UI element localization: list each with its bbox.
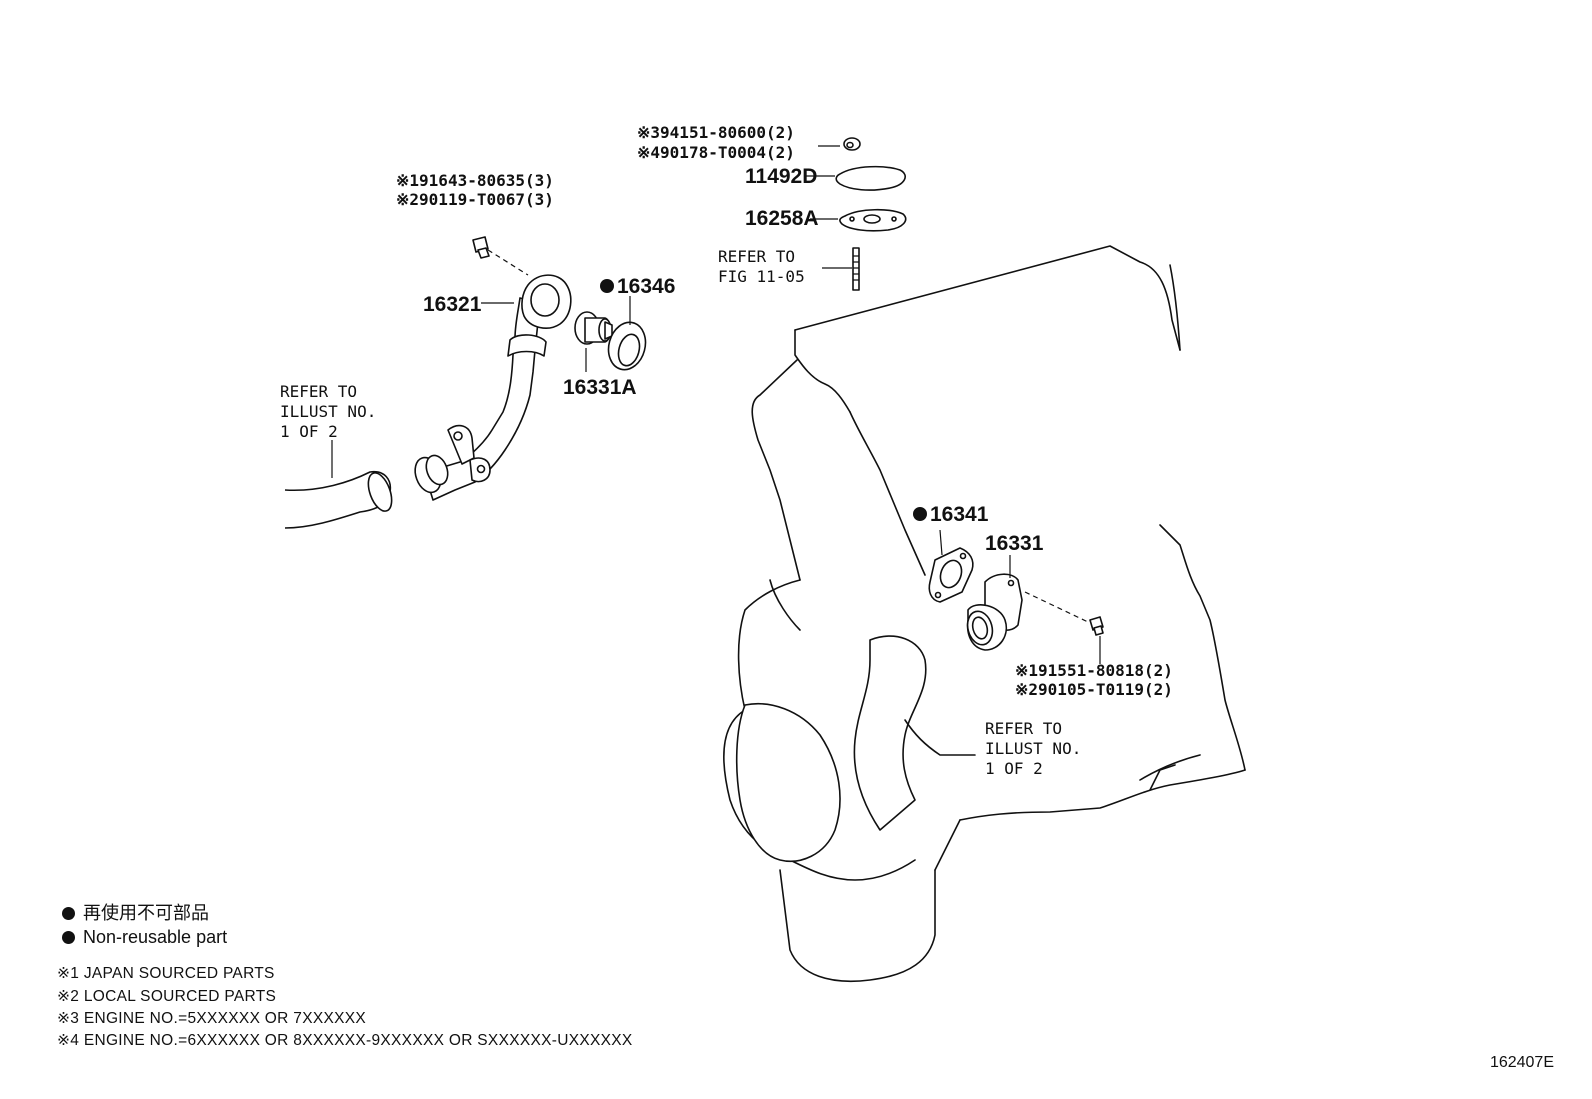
code-nut-1: ※394151-80600(2)	[637, 123, 795, 142]
bolt-top-left	[472, 236, 490, 259]
ref-illust-left-line3: 1 OF 2	[280, 422, 338, 441]
code-nut-2: ※490178-T0004(2)	[637, 143, 795, 162]
gasket-16341	[928, 529, 974, 603]
water-inlet-pipe	[414, 274, 572, 501]
inlet-hose-left	[284, 470, 393, 529]
label-16346: 16346	[617, 275, 675, 298]
ref-illust-right-line3: 1 OF 2	[985, 759, 1043, 778]
part-number-labels: 16321 16346 16331A 11492D 16258A 16341 1…	[423, 165, 1044, 555]
legend-non-reusable-en: Non-reusable part	[62, 926, 227, 948]
code-bolt-right-1: ※191551-80818(2)	[1015, 661, 1173, 680]
nut	[818, 137, 861, 151]
non-reusable-dot	[913, 507, 927, 521]
label-16341: 16341	[930, 503, 989, 526]
code-bolt-top-2: ※290119-T0067(3)	[396, 190, 554, 209]
code-bolt-top-1: ※191643-80635(3)	[396, 171, 554, 190]
legend-text-en: Non-reusable part	[83, 927, 228, 947]
ref-illust-left-line2: ILLUST NO.	[280, 402, 376, 421]
non-reusable-dot	[600, 279, 614, 293]
reference-notes: REFER TO FIG 11-05 REFER TO ILLUST NO. 1…	[280, 247, 1081, 778]
ref-fig-line1: REFER TO	[718, 247, 795, 266]
ref-illust-right-line1: REFER TO	[985, 719, 1062, 738]
label-11492D: 11492D	[745, 165, 817, 188]
figure-id: 162407E	[1489, 1054, 1554, 1071]
inlet-hose-right	[735, 635, 976, 862]
gasket-16258A	[810, 208, 907, 232]
bullet-dot	[62, 907, 75, 920]
note-2: ※2 LOCAL SOURCED PARTS	[57, 988, 277, 1005]
gasket-11492D	[806, 165, 906, 191]
note-3: ※3 ENGINE NO.=5XXXXXX OR 7XXXXXX	[57, 1010, 367, 1027]
bolt-leader-left	[487, 249, 529, 276]
code-bolt-right-2: ※290105-T0119(2)	[1015, 680, 1173, 699]
label-16331: 16331	[985, 532, 1044, 555]
ref-illust-right-line2: ILLUST NO.	[985, 739, 1081, 758]
label-16331A: 16331A	[563, 376, 637, 399]
ref-illust-left-line1: REFER TO	[280, 382, 357, 401]
legend-non-reusable-jp: 再使用不可部品	[62, 902, 209, 924]
note-1: ※1 JAPAN SOURCED PARTS	[57, 965, 275, 982]
ref-fig-line2: FIG 11-05	[718, 267, 805, 286]
thermostat	[574, 311, 613, 345]
stud-bolt	[822, 247, 860, 291]
legend-text-jp: 再使用不可部品	[83, 903, 209, 923]
engine-block-outline	[722, 245, 1246, 982]
note-4: ※4 ENGINE NO.=6XXXXXX OR 8XXXXXX-9XXXXXX…	[57, 1032, 633, 1049]
fastener-codes: ※191643-80635(3) ※290119-T0067(3) ※39415…	[396, 123, 1173, 699]
thermostat-gasket-ring	[607, 321, 647, 371]
water-outlet-16331	[966, 555, 1023, 651]
leaders-left	[331, 296, 631, 478]
bullet-dot	[62, 931, 75, 944]
label-16321: 16321	[423, 293, 482, 316]
bolt-right	[1024, 591, 1104, 664]
label-16258A: 16258A	[745, 207, 819, 230]
